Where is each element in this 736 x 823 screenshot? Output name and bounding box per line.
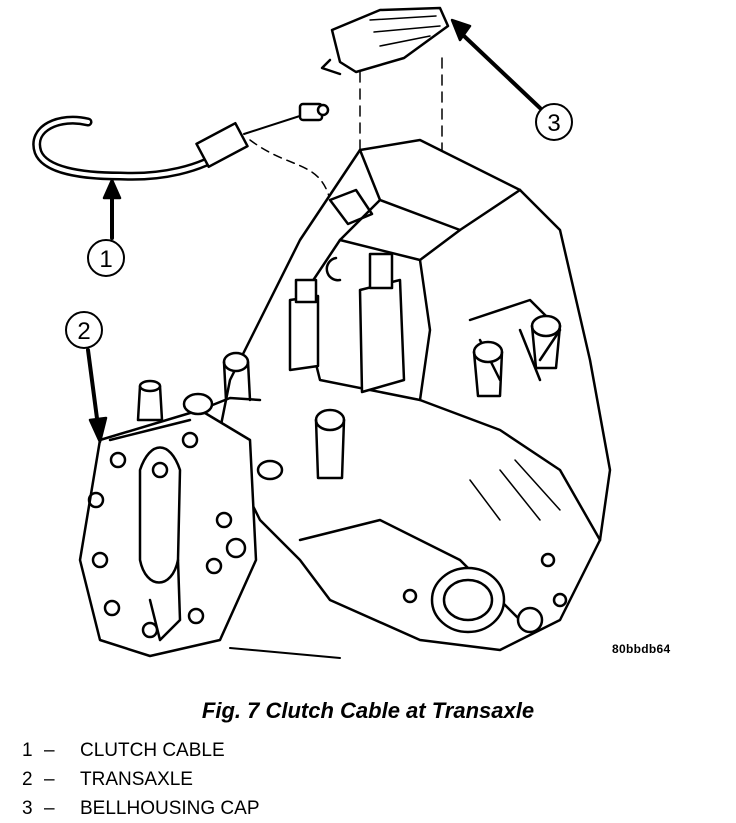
legend-item: 3 – BELLHOUSING CAP xyxy=(22,794,260,823)
legend-item-label: CLUTCH CABLE xyxy=(80,739,225,761)
transaxle-end-cover xyxy=(78,351,341,659)
clutch-cable xyxy=(32,102,337,261)
callout-2-number: 2 xyxy=(77,318,90,345)
legend-separator: – xyxy=(44,797,55,819)
legend-item: 2 – TRANSAXLE xyxy=(22,765,260,794)
legend-item-label: BELLHOUSING CAP xyxy=(80,797,260,819)
callout-1 xyxy=(87,178,125,277)
callout-3 xyxy=(450,18,573,141)
figure-caption: Fig. 7 Clutch Cable at Transaxle xyxy=(201,698,535,723)
legend-item: 1 – CLUTCH CABLE xyxy=(22,736,260,765)
legend: 1 – CLUTCH CABLE 2 – TRANSAXLE 3 – BELLH… xyxy=(22,736,260,823)
legend-item-label: TRANSAXLE xyxy=(80,768,193,790)
legend-item-number: 2 xyxy=(22,768,33,790)
callout-2 xyxy=(65,311,108,444)
callout-3-number: 3 xyxy=(547,110,560,137)
transaxle-housing xyxy=(218,138,612,652)
legend-item-number: 3 xyxy=(22,797,33,819)
figure-code: 80bbdb64 xyxy=(612,642,671,656)
legend-separator: – xyxy=(44,739,55,761)
callout-1-number: 1 xyxy=(99,246,112,273)
legend-item-number: 1 xyxy=(22,739,33,761)
transaxle-illustration: 1 2 3 xyxy=(32,6,612,659)
legend-separator: – xyxy=(44,768,55,790)
